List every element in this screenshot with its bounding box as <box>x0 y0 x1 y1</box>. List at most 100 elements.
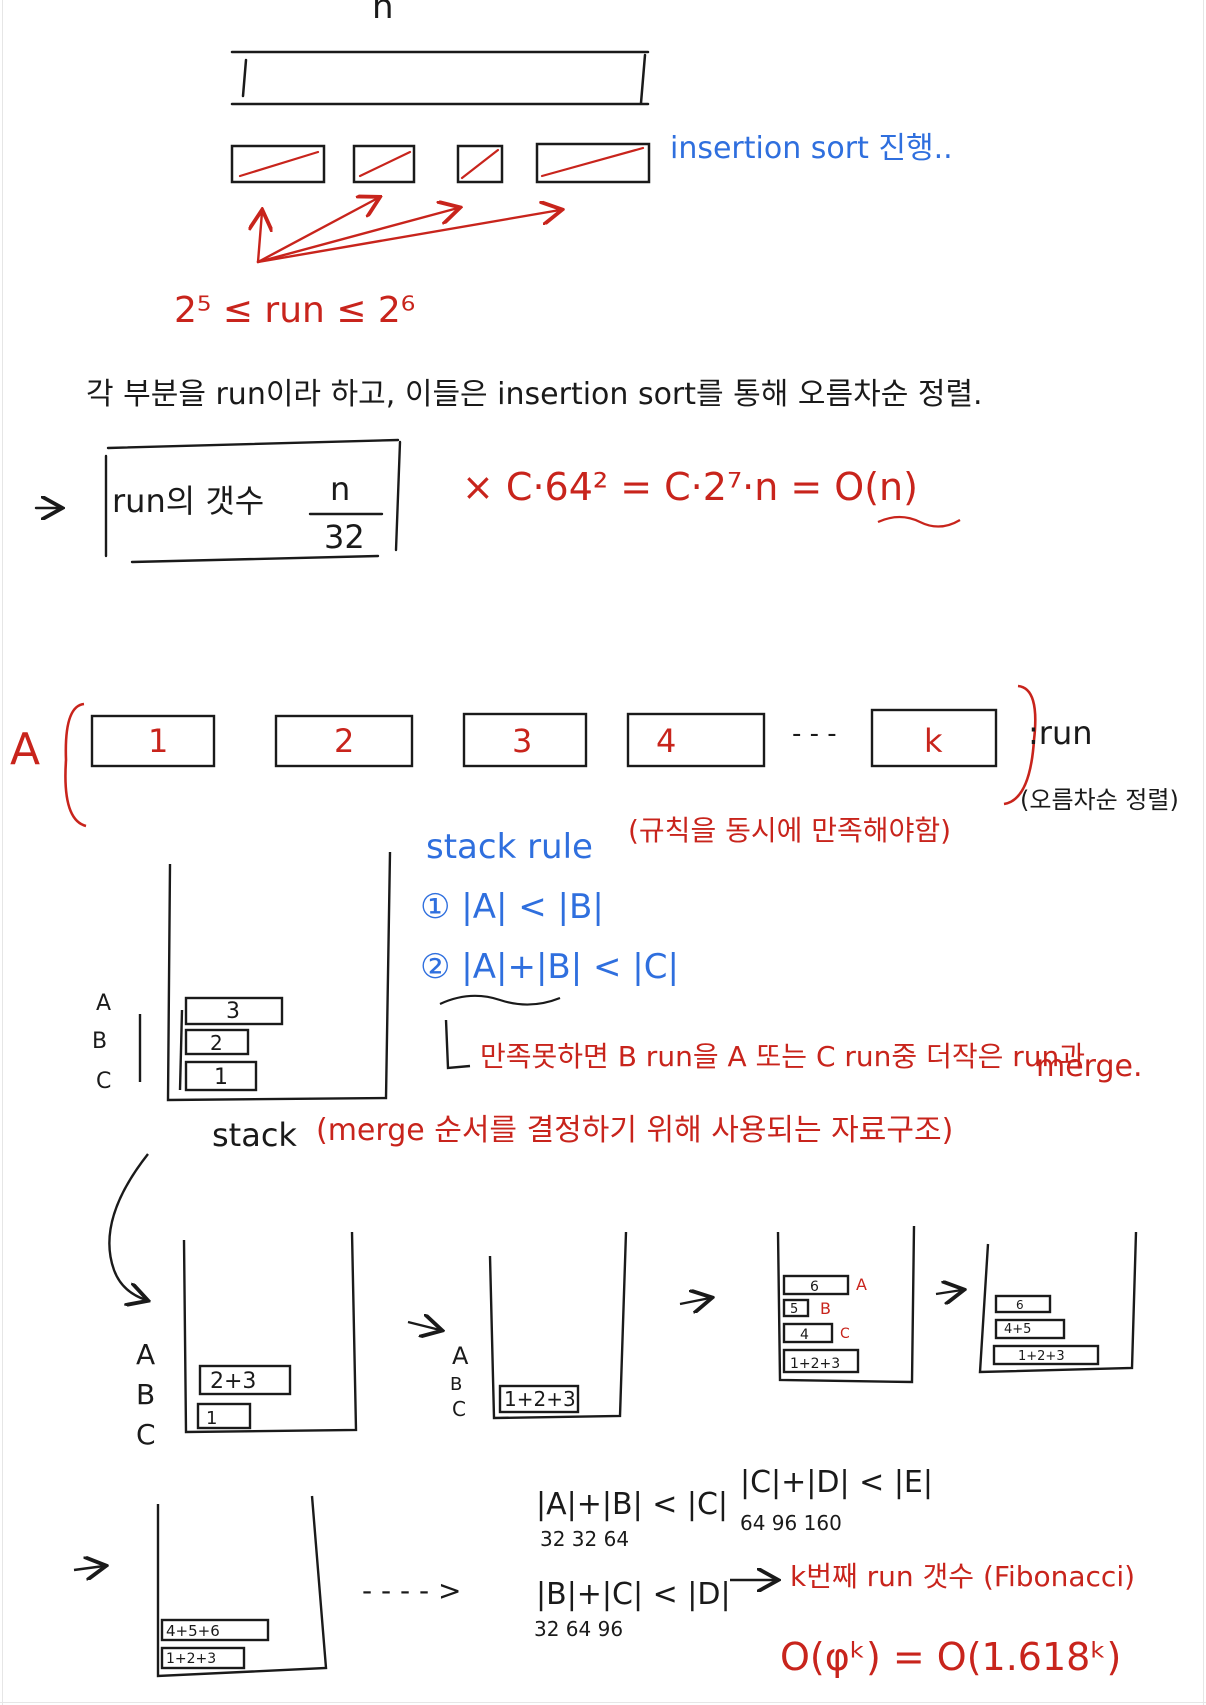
fail-arrow <box>444 1019 471 1070</box>
m3-item-d <box>782 1348 860 1374</box>
rule-underline <box>439 994 561 1006</box>
array-open-bracket <box>64 702 87 828</box>
m3-item-d-label: 1+2+3 <box>790 1356 840 1372</box>
merge-stack-2 <box>488 1231 628 1420</box>
m3-label-B: B <box>820 1299 831 1318</box>
stack-rule-2: ② |A|+|B| < |C| <box>420 947 679 987</box>
merge-stack-4 <box>978 1231 1138 1374</box>
continuation-dots: - - - - > <box>362 1574 461 1607</box>
m1-item-b <box>196 1402 252 1430</box>
run-strike-lines <box>238 146 645 180</box>
stack-label-A: A <box>96 991 111 1016</box>
m1-item-a-label: 2+3 <box>210 1369 256 1394</box>
run-cell-k-label: k <box>924 722 943 760</box>
stack-rule-1: ① |A| < |B| <box>420 887 604 927</box>
run-cell-4 <box>626 712 766 768</box>
run-bound-arrows <box>258 198 560 264</box>
m5-item-b-label: 1+2+3 <box>166 1651 216 1667</box>
m2-item-a <box>498 1384 580 1414</box>
m3-label-C: C <box>840 1326 850 1342</box>
stack-item-3 <box>184 996 284 1026</box>
m3-item-b <box>782 1298 810 1318</box>
run-order-note: (오름차순 정렬) <box>1020 786 1179 814</box>
run-box-4 <box>535 142 651 184</box>
m3-item-a-label: 6 <box>810 1279 819 1295</box>
eq2: |B|+|C| < |D| <box>536 1577 731 1612</box>
run-cell-2-label: 2 <box>334 722 354 760</box>
run-dots: - - - <box>792 719 837 749</box>
complexity-formula: × C·64² = C·2⁷·n = O(n) <box>462 465 918 509</box>
run-cell-1-label: 1 <box>148 722 168 760</box>
m4-item-a-label: 6 <box>1016 1298 1024 1312</box>
run-box-1 <box>230 144 326 184</box>
stack-item-3-label: 3 <box>226 999 240 1024</box>
run-array <box>90 708 998 768</box>
run-cell-4-label: 4 <box>656 722 676 760</box>
m5-item-a-label: 4+5+6 <box>166 1622 220 1640</box>
full-array-bar <box>230 50 650 106</box>
stack-label-B: B <box>92 1029 107 1054</box>
eq2-values: 32 64 96 <box>534 1617 623 1641</box>
eq3: |C|+|D| < |E| <box>740 1465 933 1500</box>
m3-item-b-label: 5 <box>790 1302 798 1317</box>
m3-item-a <box>782 1274 850 1296</box>
eq3-values: 64 96 160 <box>740 1511 842 1535</box>
array-close-bracket <box>1003 684 1037 806</box>
arrow-to-5 <box>73 1566 104 1570</box>
m3-label-A: A <box>856 1275 867 1294</box>
m4-item-c <box>992 1344 1100 1366</box>
section-runs-overview <box>230 50 651 184</box>
run-cell-k <box>870 708 998 768</box>
m1-label-A: A <box>136 1338 155 1371</box>
array-label-A: A <box>10 724 40 775</box>
m4-item-c-label: 1+2+3 <box>1018 1349 1065 1364</box>
merge-stack-1 <box>182 1231 358 1434</box>
page-edge-bottom <box>0 1702 1206 1703</box>
stack-item-2 <box>184 1028 250 1056</box>
stack-label-C: C <box>96 1069 111 1094</box>
fail-note: 만족못하면 B run을 A 또는 C run중 더작은 run과 <box>480 1040 1085 1073</box>
stack-item-1 <box>184 1060 258 1092</box>
arrow-2-3 <box>679 1298 710 1304</box>
run-cell-1 <box>90 714 216 768</box>
run-bound-label: 2⁵ ≤ run ≤ 2⁶ <box>174 290 415 331</box>
run-suffix: :run <box>1028 714 1093 752</box>
n-label: n <box>372 0 394 27</box>
eq1-values: 32 32 64 <box>540 1527 629 1551</box>
fibonacci-bigo: O(φᵏ) = O(1.618ᵏ) <box>780 1635 1121 1679</box>
run-count-numerator: n <box>330 470 350 508</box>
stack-rule-note: (규칙을 동시에 만족해야함) <box>628 814 951 847</box>
m1-item-b-label: 1 <box>206 1408 217 1429</box>
m2-label-B: B <box>450 1374 462 1395</box>
stack-word: stack <box>212 1116 297 1154</box>
m4-item-b-label: 4+5 <box>1004 1322 1031 1337</box>
page-edge-left <box>2 0 3 1705</box>
arrow-3-4 <box>935 1290 962 1294</box>
m2-label-A: A <box>452 1342 469 1370</box>
m1-item-a <box>198 1364 292 1396</box>
run-count-box <box>34 438 402 564</box>
m2-label-C: C <box>452 1397 466 1421</box>
m5-item-b <box>160 1646 246 1670</box>
merge-stack-5 <box>156 1495 328 1678</box>
m1-label-C: C <box>136 1418 156 1451</box>
merge-stack-3 <box>776 1225 916 1384</box>
m4-item-b <box>994 1318 1066 1340</box>
complexity-underline <box>877 515 961 528</box>
m2-item-a-label: 1+2+3 <box>504 1387 576 1411</box>
m5-item-a <box>160 1618 270 1642</box>
insertion-note: insertion sort 진행.. <box>670 131 953 166</box>
run-cell-2 <box>274 714 414 768</box>
page-edge-right <box>1203 0 1204 1705</box>
m4-item-a <box>994 1294 1052 1314</box>
stack-purpose-note: (merge 순서를 결정하기 위해 사용되는 자료구조) <box>316 1113 953 1148</box>
run-cell-3-label: 3 <box>512 722 532 760</box>
stack-item-2-label: 2 <box>210 1031 223 1055</box>
run-box-3 <box>456 144 504 184</box>
curve-arrow <box>108 1153 148 1300</box>
m3-item-c-label: 4 <box>800 1327 809 1343</box>
run-count-label: run의 갯수 <box>112 482 264 520</box>
run-count-denominator: 32 <box>324 518 365 556</box>
